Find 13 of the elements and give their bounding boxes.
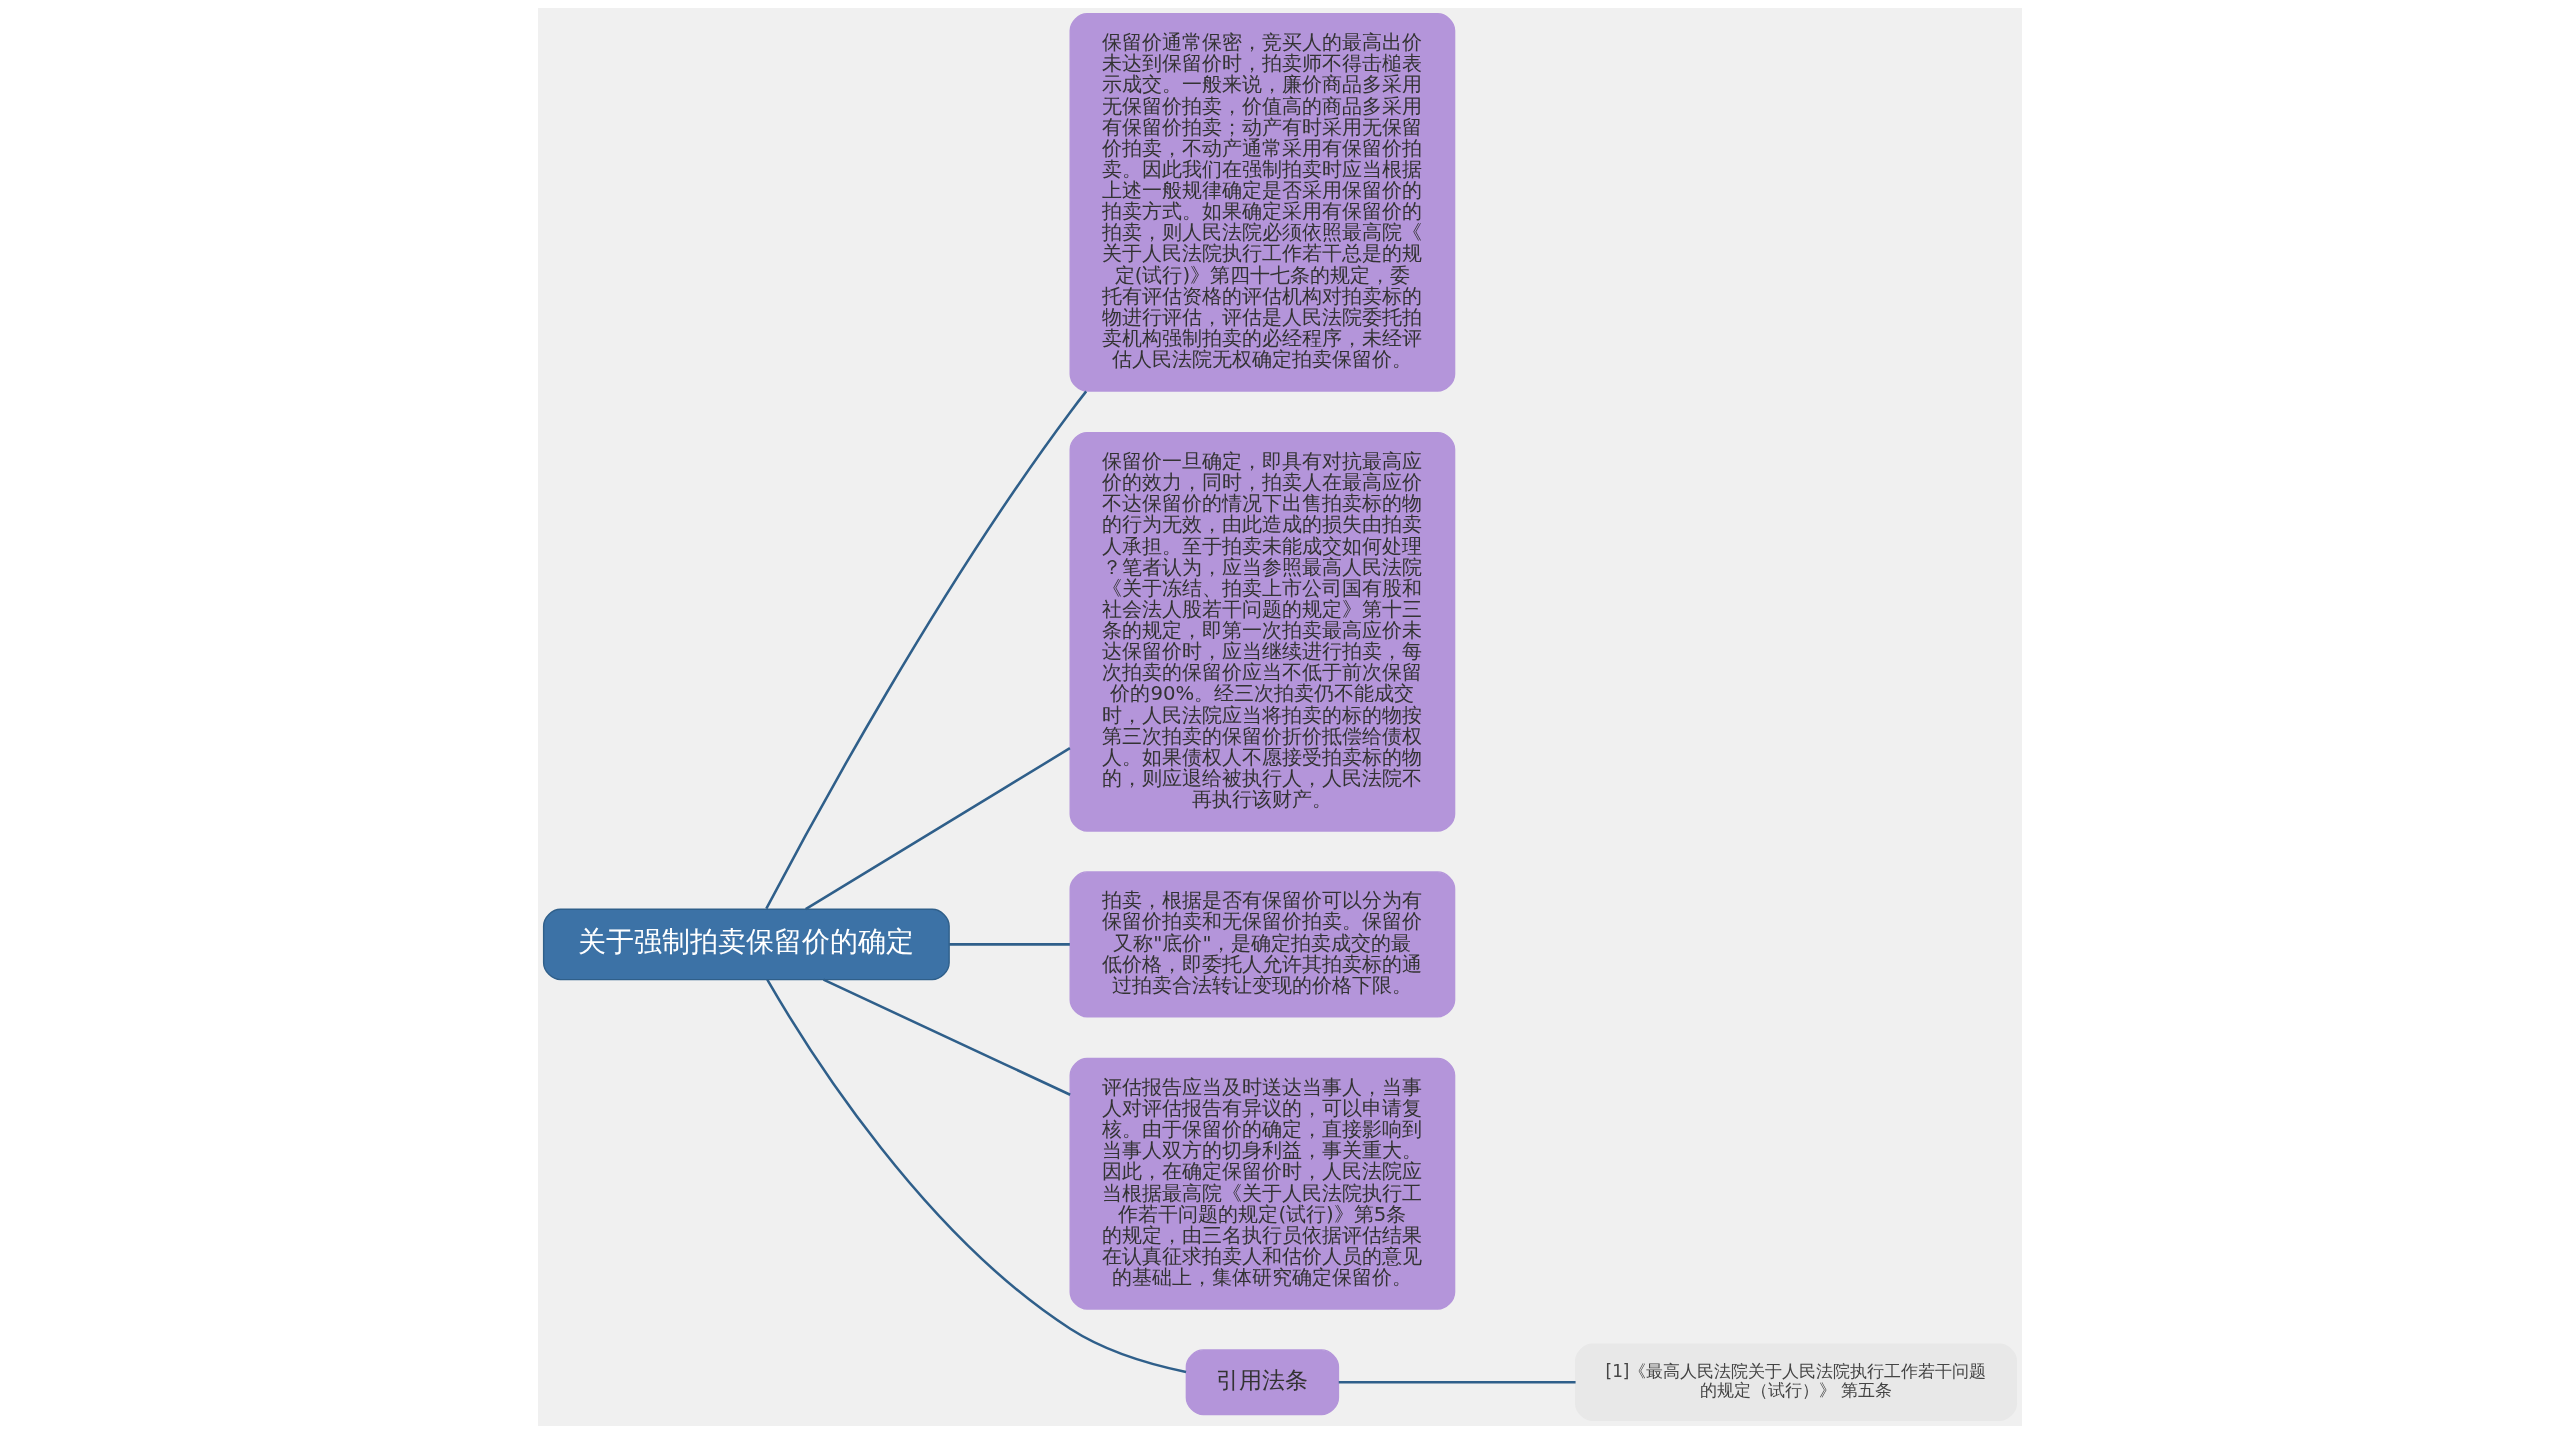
- node-box: 关于强制拍卖保留价的确定: [542, 908, 950, 981]
- node-box: 拍卖，根据是否有保留价可以分为有保留价拍卖和无保留价拍卖。保留价又称"底价"，是确定拍卖成交的最低价格，即委托人允许其拍卖标的通过拍卖合法转让变现的价格下限。: [1069, 871, 1456, 1018]
- connector: [822, 978, 1071, 1096]
- connector: [805, 747, 1071, 911]
- connector: [766, 979, 1187, 1374]
- node-box: 引用法条: [1185, 1349, 1340, 1416]
- node-box: 保留价一旦确定，即具有对抗最高应价的效力，同时，拍卖人在最高应价不达保留价的情况下出售拍卖标的物的行为无效，由此造成的损失由拍卖人承担。至于拍卖未能成交如何处理？笔者认为，应当参照最高人民法院《关于冻结、拍卖上市公司国有股和社会法人股若干问题的规定》第十三条的规定，即第一次拍卖最高应价未达保留价时，应当继续进行拍卖，每次拍卖的保留价应当不低于前次保留价的90%。经三次拍卖仍不能成交时，人民法院应当将拍卖的标的物按第三次拍卖的保留价折价抵偿给债权人。如果债权人不愿接受拍卖标的物的，则应退给被执行人，人民法院不再执行该财产。: [1069, 431, 1456, 832]
- connector: [765, 390, 1088, 910]
- node-box: 保留价通常保密，竞买人的最高出价未达到保留价时，拍卖师不得击槌表示成交。一般来说，廉价商品多采用无保留价拍卖，价值高的商品多采用有保留价拍卖；动产有时采用无保留价拍卖，不动产通常采用有保留价拍卖。因此我们在强制拍卖时应当根据上述一般规律确定是否采用保留价的拍卖方式。如果确定采用有保留价的拍卖，则人民法院必须依照最高院《关于人民法院执行工作若干总是的规定(试行)》第四十七条的规定，委托有评估资格的评估机构对拍卖标的物进行评估，评估是人民法院委托拍卖机构强制拍卖的必经程序，未经评估人民法院无权确定拍卖保留价。: [1069, 13, 1456, 392]
- connector: [949, 943, 1070, 946]
- node-box: 评估报告应当及时送达当事人，当事人对评估报告有异议的，可以申请复核。由于保留价的确定，直接影响到当事人双方的切身利益，事关重大。因此，在确定保留价时，人民法院应当根据最高院《关于人民法院执行工作若干问题的规定(试行)》第5条的规定，由三名执行员依据评估结果在认真征求拍卖人和估价人员的意见的基础上，集体研究确定保留价。: [1069, 1057, 1456, 1310]
- connector: [1338, 1381, 1576, 1384]
- node-box: [1]《最高人民法院关于人民法院执行工作若干问题的规定（试行）》 第五条: [1574, 1343, 2018, 1421]
